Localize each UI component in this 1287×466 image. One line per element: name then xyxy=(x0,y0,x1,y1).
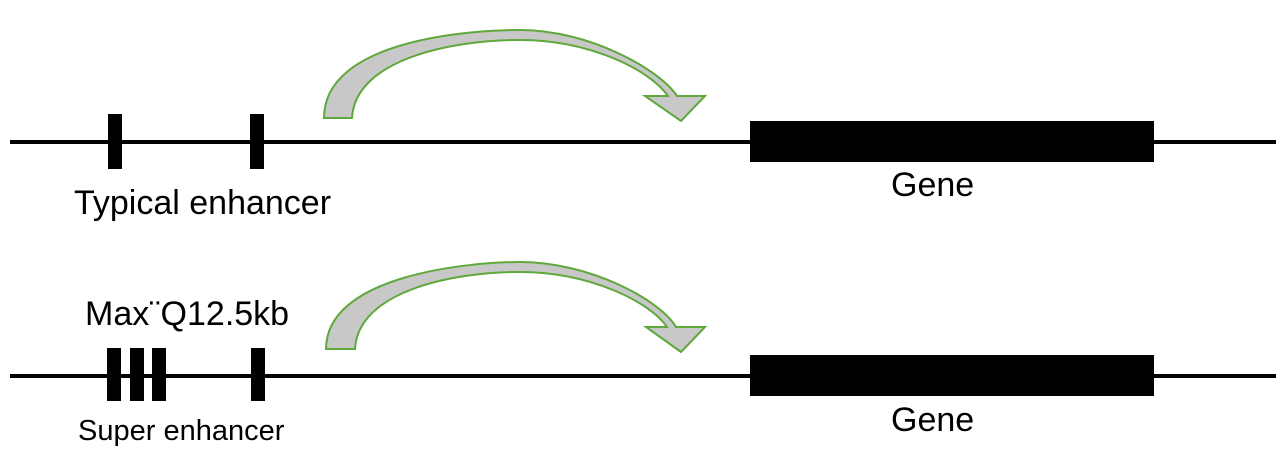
activation-arrow-1 xyxy=(322,28,708,123)
enhancer-bar xyxy=(152,348,166,401)
activation-arrow-2 xyxy=(324,260,708,354)
enhancer-bar xyxy=(251,348,265,401)
enhancer-bar xyxy=(108,114,122,169)
gene-label-1: Gene xyxy=(891,166,975,204)
gene-block-2 xyxy=(750,355,1154,396)
region-label: Max¨Q12.5kb xyxy=(85,295,290,333)
panel-super xyxy=(10,260,1276,401)
enhancer-bar xyxy=(250,114,264,169)
enhancer-bar xyxy=(130,348,144,401)
panel-typical xyxy=(10,28,1276,169)
typical-enhancer-label: Typical enhancer xyxy=(74,184,332,222)
enhancer-bar xyxy=(107,348,121,401)
gene-block-1 xyxy=(750,121,1154,162)
gene-label-2: Gene xyxy=(891,401,975,439)
super-enhancer-label: Super enhancer xyxy=(78,415,285,447)
